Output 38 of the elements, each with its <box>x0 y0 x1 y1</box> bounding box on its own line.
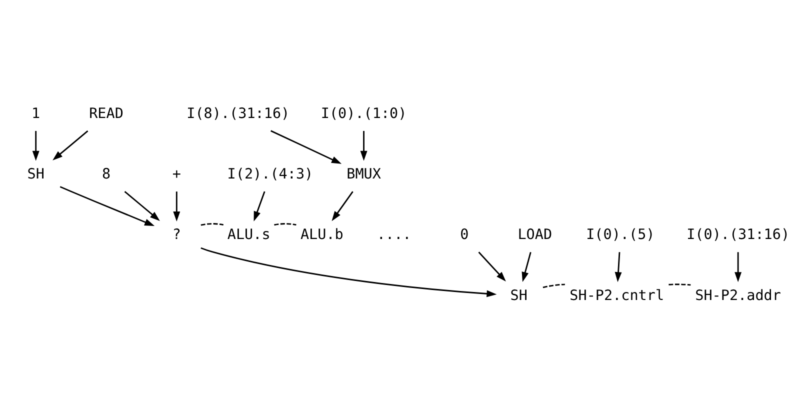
node-text: 0 <box>460 226 469 243</box>
node-text: READ <box>89 105 124 122</box>
node-text: SH-P2.addr <box>695 287 781 304</box>
connector <box>542 283 565 288</box>
arrow <box>270 130 342 164</box>
arrow <box>332 190 354 221</box>
arrow <box>478 251 506 282</box>
connector <box>274 222 296 226</box>
node-text: BMUX <box>346 166 381 182</box>
arrow <box>254 190 266 221</box>
node-text: I(0).(1:0) <box>320 105 407 122</box>
node-text: SH-P2.cntrl <box>570 287 664 304</box>
node-text: ALU.s <box>227 226 270 243</box>
node-text: I(8).(31:16) <box>186 105 290 122</box>
node-text: LOAD <box>518 226 552 243</box>
node-text: 1 <box>32 105 40 122</box>
arrow <box>614 252 622 282</box>
arrow <box>32 130 40 160</box>
node-text: I(0).(31:16) <box>686 226 790 243</box>
arrow <box>360 130 368 160</box>
arrow <box>60 186 155 226</box>
arrow <box>124 190 160 220</box>
node-text: SH <box>27 166 44 182</box>
label: .... <box>376 226 412 243</box>
node-text: ALU.b <box>300 226 344 243</box>
arrow <box>200 246 497 297</box>
node-text: I(0).(5) <box>586 226 655 243</box>
arrow <box>52 130 88 160</box>
arrow <box>173 191 180 222</box>
arrow <box>522 251 532 282</box>
connector <box>200 222 224 226</box>
node-text: I(2).(4:3) <box>227 166 314 182</box>
arrow <box>734 252 742 282</box>
node-text: ? <box>172 226 181 243</box>
node-text: + <box>172 166 181 182</box>
connector <box>668 283 691 286</box>
node-text: SH <box>510 287 528 304</box>
node-text: 8 <box>102 166 111 182</box>
